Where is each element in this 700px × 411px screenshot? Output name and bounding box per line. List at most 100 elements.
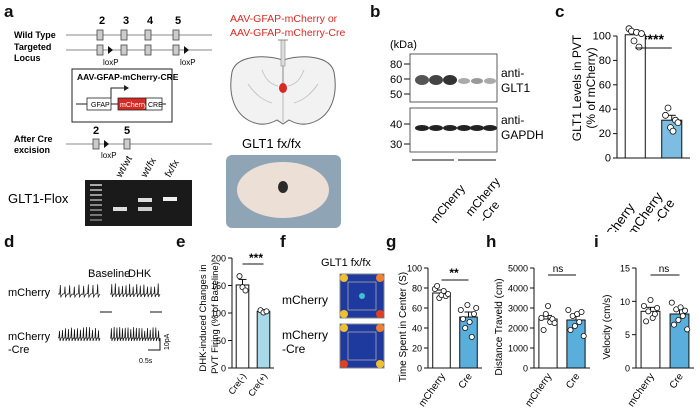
data-point [640,303,647,310]
data-point [647,297,654,304]
chart-g: Time Spent in Center (S) ** 020406080100… [398,264,482,409]
loxp-triangle [104,140,109,148]
y-tick-label: 0 [523,364,528,374]
data-point [440,288,447,295]
syringe-icon [278,39,288,86]
condition-label: Baseline [88,268,130,280]
data-point [651,311,658,318]
exon-number: 2 [93,125,99,137]
exon-box [123,138,131,150]
row-label-targeted: Targeted [14,42,51,52]
gel-band [113,207,127,211]
exon-box [96,44,104,56]
panel-label-g: g [386,232,397,251]
row-label: mCherry [282,293,328,307]
exon-box [172,44,180,56]
row-label: mCherry [282,328,328,342]
data-point [654,305,661,312]
y-tick-label: 100 [593,31,611,43]
significance-label: *** [249,251,263,265]
panel-f-figure: GLT1 fx/fx mCherry mCherry -Cre [282,257,385,369]
data-point [677,304,684,311]
construct-frame [71,68,173,123]
data-point [682,307,689,314]
y-axis-label: Distance Traveld (cm) [494,278,505,375]
gel-ladder [90,184,102,221]
kda-marker: 40 [390,119,402,131]
data-point [664,104,672,112]
chart-c: GLT1 Levels in PVT (% of mCherry) **** m… [570,25,690,232]
y-tick-label: 50 [216,336,226,346]
y-tick-label: 60 [412,304,422,314]
bar [624,34,646,159]
data-point [580,333,587,340]
kda-marker: 80 [390,59,402,71]
panel-label-d: d [4,232,15,251]
x-tick-label: Cre(+) [246,371,269,398]
glt1-bands [415,75,496,85]
row-label: -Cre [8,344,29,356]
panel-label-i: i [594,232,599,251]
kda-marker: 60 [390,74,402,86]
row-label: mCherry [8,331,51,343]
data-point [684,326,691,333]
condition-label: DHK [128,268,152,280]
blot-label: anti- [501,113,524,127]
exon-box [92,138,100,150]
y-tick-label: 0 [625,364,630,374]
significance-label: ns [553,264,564,275]
panel-label-a: a [4,2,14,21]
blot-label: anti- [501,66,524,80]
y-axis-label: PVT Firing (% of Baseline) [210,262,221,374]
row-label: mCherry [8,287,51,299]
lane-label: wt/wt [114,154,136,180]
y-tick-label: 200 [211,254,226,264]
exon-number: 3 [123,15,129,27]
y-tick-label: 20 [599,128,611,140]
exon-box [120,44,128,56]
data-point [679,313,686,320]
y-tick-label: 5000 [508,264,528,274]
scale-amp-label: 10pA [164,333,171,350]
data-point [635,43,643,51]
exon-box [144,44,152,56]
row-label: -Cre [282,342,306,356]
data-point [645,308,652,315]
significance-label: **** [642,31,664,47]
y-tick-label: 0 [605,153,611,165]
tick-marks [404,63,410,145]
y-axis-label: GLT1 Levels in PVT [570,34,584,141]
exon-number: 5 [175,15,181,27]
data-point [445,291,452,298]
data-point [471,311,478,318]
trace-dhk-cre [109,327,161,342]
data-point [464,302,471,309]
data-point [638,30,645,37]
data-point [578,309,585,316]
panel-f-title: GLT1 fx/fx [321,257,371,269]
y-axis-label: (% of mCherry) [584,47,598,128]
data-point [460,316,467,323]
data-point [671,321,678,328]
scale-bar [148,338,161,351]
promoter-arrowhead [124,85,129,91]
y-tick-label: 0 [221,364,226,374]
significance-label: ** [449,266,459,280]
loxp-triangle [108,46,113,54]
y-tick-label: 0 [417,364,422,374]
gfap-label: GFAP [91,102,110,109]
data-point [643,318,650,325]
data-point [542,311,549,318]
y-tick-label: 100 [407,264,422,274]
bar [432,292,451,369]
brain-photo-site [278,181,288,193]
exon-box [120,29,128,41]
gel-image [85,180,192,226]
bar [256,310,271,369]
y-tick-label: 1000 [508,344,528,354]
bar [235,284,250,369]
data-point [571,323,578,330]
data-point [545,303,552,310]
y-axis-label: Velocity (cm/s) [602,294,613,359]
data-point [462,325,469,332]
